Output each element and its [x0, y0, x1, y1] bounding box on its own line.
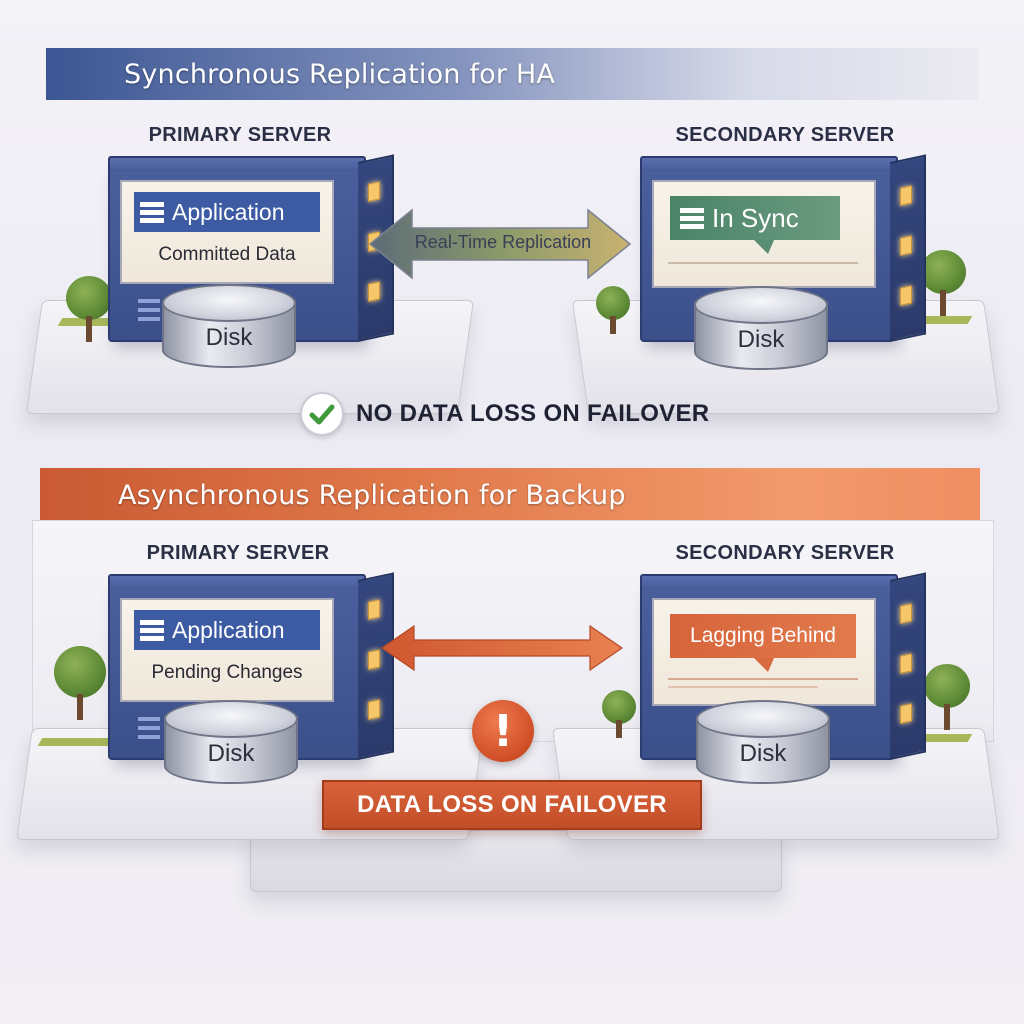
- async-primary-data-label: Pending Changes: [151, 662, 303, 683]
- menu-icon: [140, 199, 164, 226]
- sync-primary-title: PRIMARY SERVER: [148, 124, 332, 146]
- sync-primary-app-label: Application: [172, 198, 285, 225]
- async-secondary-screen: Lagging Behind: [652, 598, 876, 706]
- tree: [596, 286, 630, 334]
- async-secondary-disk: Disk: [696, 700, 830, 784]
- sync-primary-screen: Application Committed Data: [120, 180, 334, 284]
- sync-link-label: Real-Time Replication: [414, 232, 592, 252]
- tree: [66, 276, 112, 342]
- sync-primary-disk: Disk: [162, 284, 296, 368]
- sync-section-title: Synchronous Replication for HA: [124, 58, 556, 90]
- tree: [602, 690, 636, 738]
- async-primary-screen: Application Pending Changes: [120, 598, 334, 702]
- async-secondary-title: SECONDARY SERVER: [675, 542, 895, 564]
- sync-secondary-screen: In Sync: [652, 180, 876, 288]
- sync-secondary-title: SECONDARY SERVER: [675, 124, 895, 146]
- warning-icon: !: [472, 700, 534, 762]
- async-base: [250, 830, 782, 892]
- async-replication-arrow: [380, 624, 624, 672]
- async-outcome-text: DATA LOSS ON FAILOVER: [357, 791, 667, 818]
- sync-primary-app-bar: Application: [134, 192, 320, 232]
- in-sync-label: In Sync: [712, 202, 799, 233]
- sync-outcome: NO DATA LOSS ON FAILOVER: [300, 392, 709, 436]
- sync-primary-disk-label: Disk: [205, 324, 253, 351]
- async-primary-server: Application Pending Changes: [108, 572, 394, 760]
- sync-outcome-text: NO DATA LOSS ON FAILOVER: [356, 400, 710, 427]
- sync-primary-server: Application Committed Data: [108, 154, 394, 342]
- sync-primary-data-label: Committed Data: [158, 244, 296, 265]
- lagging-bubble: Lagging Behind: [670, 614, 856, 672]
- tree: [920, 250, 966, 316]
- vent-icon: [138, 712, 160, 744]
- tree: [54, 646, 106, 720]
- async-secondary-server: Lagging Behind: [640, 572, 926, 760]
- in-sync-bubble: In Sync: [670, 196, 840, 254]
- sync-replication-arrow: [368, 208, 632, 280]
- async-primary-title: PRIMARY SERVER: [146, 542, 330, 564]
- async-primary-disk: Disk: [164, 700, 298, 784]
- tree: [924, 664, 970, 730]
- async-primary-disk-label: Disk: [207, 740, 255, 767]
- sync-secondary-disk-label: Disk: [737, 326, 785, 353]
- sync-section-banner: Synchronous Replication for HA: [46, 48, 978, 100]
- async-primary-app-label: Application: [172, 616, 285, 643]
- async-primary-app-bar: Application: [134, 610, 320, 650]
- sync-secondary-disk: Disk: [694, 286, 828, 370]
- menu-icon: [680, 205, 704, 232]
- async-section-banner: Asynchronous Replication for Backup: [40, 468, 980, 522]
- check-icon: [300, 392, 344, 436]
- menu-icon: [140, 617, 164, 644]
- async-secondary-disk-label: Disk: [739, 740, 787, 767]
- async-section-title: Asynchronous Replication for Backup: [118, 479, 626, 511]
- async-outcome: DATA LOSS ON FAILOVER: [322, 780, 702, 830]
- lagging-label: Lagging Behind: [690, 624, 836, 647]
- vent-icon: [138, 294, 160, 326]
